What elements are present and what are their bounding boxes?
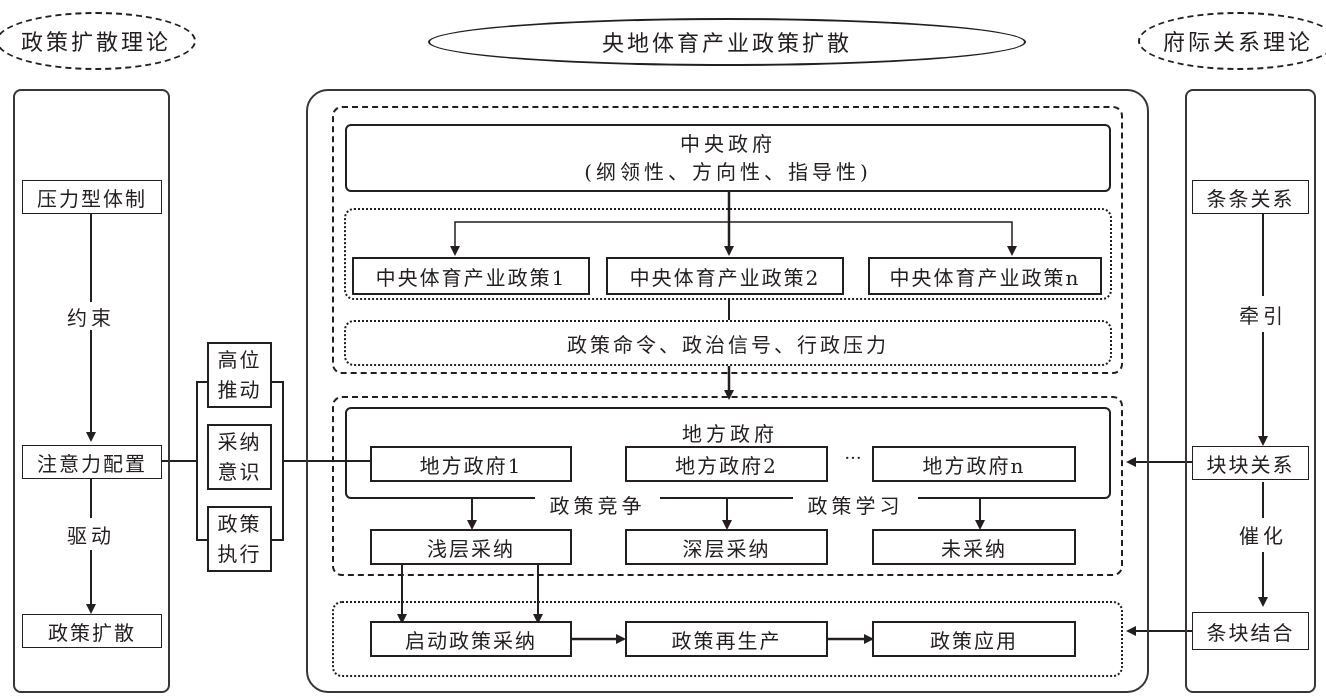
node-vertical-relations-label: 条条关系 xyxy=(1206,186,1295,211)
mechanism-line: 高位 xyxy=(217,348,262,372)
local-government-2: 地方政府2 xyxy=(625,446,828,482)
process-section xyxy=(332,601,1123,677)
node-combined-relations-label: 条块结合 xyxy=(1206,620,1295,645)
intergovernmental-theory: 府际关系理论 xyxy=(1138,12,1326,70)
node-pressure-system: 压力型体制 xyxy=(22,180,162,214)
ellipsis-more-governments: ··· xyxy=(844,448,862,469)
adoption-none-label: 未采纳 xyxy=(941,536,1007,561)
process-reproduction-label: 政策再生产 xyxy=(671,628,782,653)
mechanism-line: 政策 xyxy=(217,512,262,536)
node-pressure-system-label: 压力型体制 xyxy=(37,186,147,211)
edge-label-catalyze: 催化 xyxy=(1230,520,1296,548)
process-application-label: 政策应用 xyxy=(930,628,1018,653)
node-horizontal-relations: 块块关系 xyxy=(1192,446,1309,480)
central-policy-n-label: 中央体育产业政策n xyxy=(889,265,1081,290)
adoption-shallow-label: 浅层采纳 xyxy=(427,536,515,561)
policy-diffusion-theory-label: 政策扩散理论 xyxy=(20,31,171,56)
local-government-n: 地方政府n xyxy=(872,446,1076,482)
adoption-shallow: 浅层采纳 xyxy=(370,529,572,565)
central-policy-1: 中央体育产业政策1 xyxy=(352,257,590,295)
edge-label-drive: 驱动 xyxy=(56,520,126,548)
bracket-left xyxy=(196,381,207,541)
central-policy-n: 中央体育产业政策n xyxy=(868,257,1102,295)
local-government-1: 地方政府1 xyxy=(370,446,572,482)
central-local-panel xyxy=(306,89,1149,693)
diagram-title: 央地体育产业政策扩散 xyxy=(428,18,1026,66)
process-start-adoption-label: 启动政策采纳 xyxy=(405,628,537,653)
mechanism-line: 推动 xyxy=(217,378,262,402)
node-attention-allocation-label: 注意力配置 xyxy=(37,451,147,476)
policy-diffusion-theory: 政策扩散理论 xyxy=(0,12,196,70)
central-policy-1-label: 中央体育产业政策1 xyxy=(375,265,567,290)
mechanism-high-level-push: 高位 推动 xyxy=(207,342,272,408)
adoption-none: 未采纳 xyxy=(872,529,1076,565)
left-theory-panel xyxy=(13,89,170,693)
node-policy-diffusion: 政策扩散 xyxy=(22,614,162,648)
central-policies-group xyxy=(344,208,1112,300)
process-reproduction: 政策再生产 xyxy=(625,621,828,657)
adoption-deep-label: 深层采纳 xyxy=(682,536,771,561)
central-government-title: 中央政府 xyxy=(680,132,776,156)
local-government-box xyxy=(345,407,1111,499)
node-horizontal-relations-label: 块块关系 xyxy=(1206,452,1295,477)
edge-label-traction: 牵引 xyxy=(1230,300,1296,328)
arrow-central-to-policy1 xyxy=(450,221,729,256)
mechanism-policy-execution: 政策 执行 xyxy=(207,506,272,572)
mechanism-line: 意识 xyxy=(217,460,262,484)
mechanism-adoption-awareness: 采纳 意识 xyxy=(207,424,272,490)
mechanism-line: 执行 xyxy=(217,542,262,566)
process-application: 政策应用 xyxy=(872,621,1076,657)
edge-label-constraint: 约束 xyxy=(56,302,126,330)
node-attention-allocation: 注意力配置 xyxy=(22,445,162,479)
policy-signals-label: 政策命令、政治信号、行政压力 xyxy=(567,332,889,357)
local-government-title: 地方政府 xyxy=(682,422,778,446)
central-section xyxy=(332,106,1123,374)
label-policy-competition: 政策竞争 xyxy=(535,490,660,518)
central-government-box: 中央政府 (纲领性、方向性、指导性) xyxy=(345,124,1111,192)
bracket-right xyxy=(272,381,284,541)
local-government-n-label: 地方政府n xyxy=(922,453,1026,478)
local-government-1-label: 地方政府1 xyxy=(419,453,523,478)
diagram-title-label: 央地体育产业政策扩散 xyxy=(601,32,852,57)
node-combined-relations: 条块结合 xyxy=(1192,612,1309,650)
mechanism-line: 采纳 xyxy=(217,430,262,454)
right-theory-panel xyxy=(1185,89,1316,693)
adoption-deep: 深层采纳 xyxy=(625,529,828,565)
local-section xyxy=(332,396,1123,576)
local-government-2-label: 地方政府2 xyxy=(675,453,778,478)
arrow-central-to-policyn xyxy=(729,221,1017,256)
central-policy-2-label: 中央体育产业政策2 xyxy=(629,265,821,290)
central-policy-2: 中央体育产业政策2 xyxy=(606,257,844,295)
policy-signals-box: 政策命令、政治信号、行政压力 xyxy=(344,320,1112,366)
label-policy-learning: 政策学习 xyxy=(793,490,918,518)
node-vertical-relations: 条条关系 xyxy=(1192,180,1309,214)
process-start-adoption: 启动政策采纳 xyxy=(370,621,572,657)
central-government-subtitle: (纲领性、方向性、指导性) xyxy=(584,160,872,184)
intergovernmental-theory-label: 府际关系理论 xyxy=(1162,31,1313,56)
node-policy-diffusion-label: 政策扩散 xyxy=(48,620,136,645)
